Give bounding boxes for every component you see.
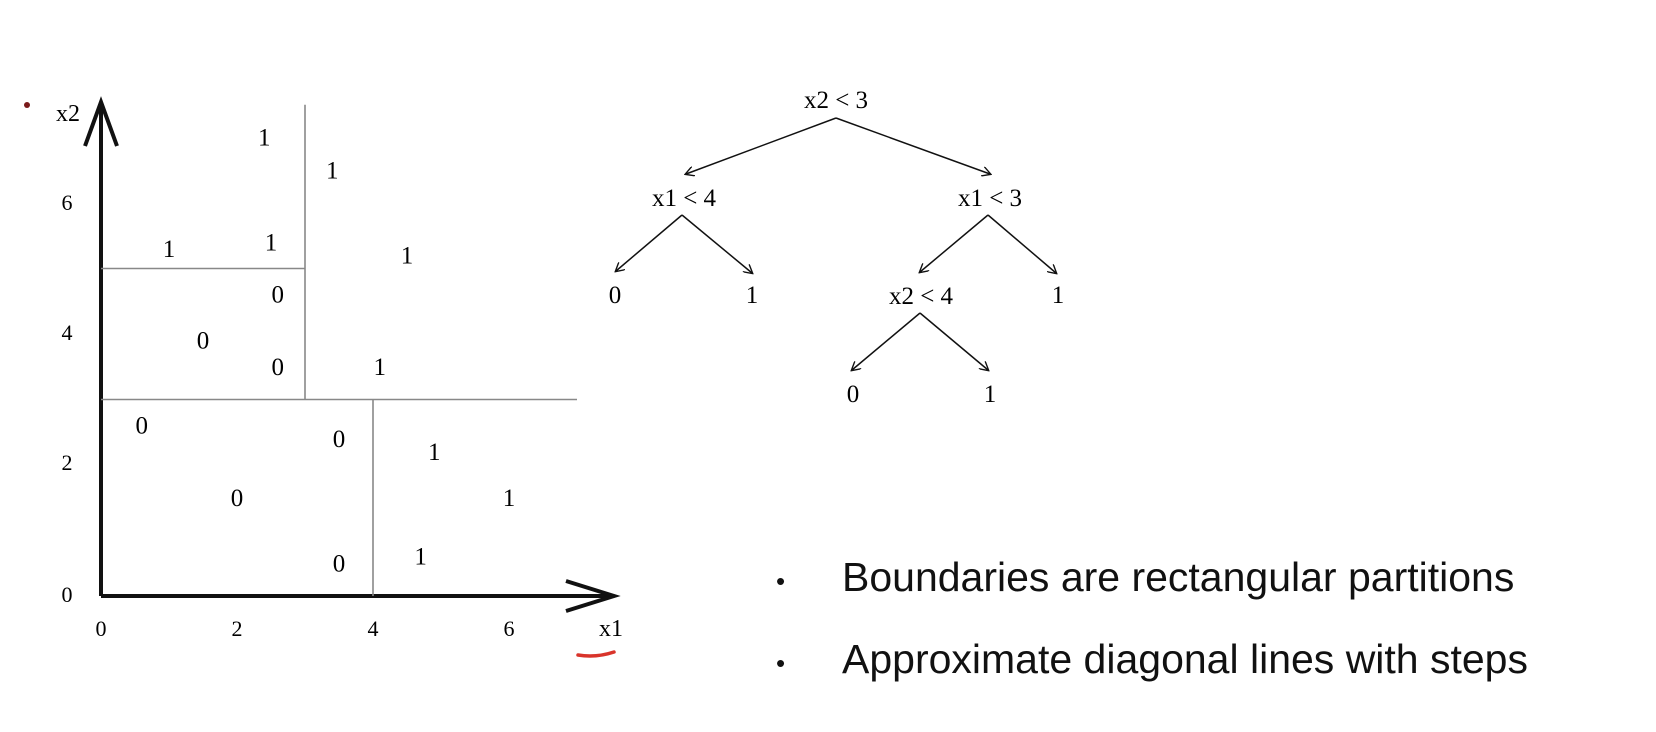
tree-node-right-left: x2 < 4 [889, 283, 954, 310]
y-tick-label: 2 [62, 450, 73, 475]
tree-leaf: 0 [847, 381, 860, 408]
stray-dot [24, 102, 30, 108]
tree-edge [987, 214, 1056, 273]
data-point-label: 1 [265, 229, 278, 256]
y-axis-arrowhead [83, 96, 119, 147]
data-point-label: 0 [272, 354, 285, 381]
x-axis-arrowhead [565, 579, 621, 613]
y-tick-label: 6 [62, 190, 73, 215]
data-point-label: 1 [503, 485, 516, 512]
y-tick-label: 4 [62, 320, 73, 345]
tree-edge [835, 117, 990, 174]
data-point-label: 1 [163, 236, 176, 263]
data-point-label: 0 [333, 426, 346, 453]
x-tick-label: 0 [96, 616, 107, 641]
tree-leaf: 1 [746, 282, 759, 309]
bullet-dot: • [776, 648, 786, 678]
tree-edge [919, 312, 988, 370]
x-axis-label: x1 [599, 616, 623, 642]
tree-edge [686, 117, 837, 174]
data-point-label: 1 [326, 157, 339, 184]
data-point-label: 0 [136, 413, 149, 440]
data-point-label: 1 [414, 544, 427, 571]
tree-leaf: 1 [1052, 282, 1065, 309]
partition-lines [101, 104, 577, 596]
data-point-label: 0 [197, 328, 210, 355]
data-point-label: 0 [272, 282, 285, 309]
x-tick-label: 2 [232, 616, 243, 641]
tree-edge [920, 214, 989, 272]
x-tick-label: 6 [504, 616, 515, 641]
tree-node-right: x1 < 3 [958, 185, 1022, 212]
data-point-label: 1 [428, 439, 441, 466]
tree-leaf: 1 [984, 381, 997, 408]
data-point-label: 0 [333, 550, 346, 577]
tree-node-root: x2 < 3 [804, 87, 868, 114]
tree-edge [616, 214, 683, 271]
tree-edge [681, 214, 752, 273]
bullet-dot: • [776, 566, 786, 596]
decision-tree: x2 < 3 x1 < 4 x1 < 3 0 1 x2 < 4 1 0 1 [609, 87, 1065, 408]
data-point-label: 1 [401, 242, 414, 269]
tree-node-left: x1 < 4 [652, 185, 717, 212]
tree-leaf: 0 [609, 282, 622, 309]
bullet-text: Boundaries are rectangular partitions [842, 554, 1515, 600]
data-point-label: 0 [231, 485, 244, 512]
tree-edge [852, 312, 921, 370]
x-tick-label: 4 [368, 616, 379, 641]
red-underline-mark [576, 650, 616, 658]
data-point-label: 1 [374, 354, 387, 381]
y-axis-label: x2 [56, 101, 80, 127]
bullet-text: Approximate diagonal lines with steps [842, 636, 1528, 682]
data-point-label: 1 [258, 125, 271, 152]
y-tick-label: 0 [62, 582, 73, 607]
data-point-labels: 1 1 1 1 1 0 0 0 1 0 0 1 0 1 0 1 [136, 125, 516, 578]
